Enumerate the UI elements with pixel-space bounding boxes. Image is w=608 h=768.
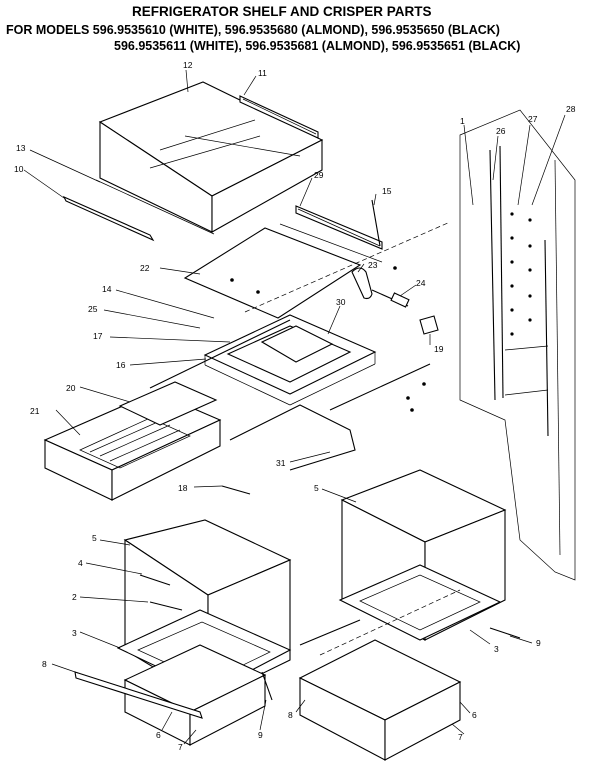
callout-2: 2: [72, 592, 77, 602]
callout-12: 12: [183, 60, 193, 70]
callout-10: 10: [14, 164, 24, 174]
callout-20: 20: [66, 383, 76, 393]
callout-14: 14: [102, 284, 112, 294]
drawer-side-21: [111, 419, 221, 501]
cover-insert-30: [260, 325, 334, 363]
title-line-3: 596.9535611 (WHITE), 596.9535681 (ALMOND…: [114, 39, 521, 53]
bracket-19: [419, 315, 439, 335]
callout-11: 11: [258, 68, 267, 78]
callout-1: 1: [460, 116, 465, 126]
callout-19: 19: [434, 344, 444, 354]
title-line-2: FOR MODELS 596.9535610 (WHITE), 596.9535…: [6, 23, 500, 37]
callout-18: 18: [178, 483, 188, 493]
callout-6-left: 6: [156, 730, 161, 740]
callout-8-left: 8: [42, 659, 47, 669]
callout-9-left: 9: [258, 730, 263, 740]
callout-16: 16: [116, 360, 126, 370]
cabinet-liner: [459, 109, 576, 581]
leader-lines: [23, 69, 566, 745]
shaft-24: [390, 292, 410, 308]
callout-30: 30: [336, 297, 346, 307]
frame-3b: [338, 564, 502, 641]
callout-24: 24: [416, 278, 426, 288]
callout-21: 21: [30, 406, 40, 416]
callout-9-right: 9: [536, 638, 541, 648]
rail-8a: [74, 671, 203, 719]
crisper-control-assembly: [351, 267, 439, 335]
lower-left-crisper-assembly: [74, 519, 292, 746]
top-shelf-side: [211, 139, 323, 233]
callout-23: 23: [368, 260, 378, 270]
top-shelf-assembly: [62, 81, 324, 242]
callout-8-right: 8: [288, 710, 293, 720]
shelf-rail-11: [239, 95, 319, 139]
title-line-1: REFRIGERATOR SHELF AND CRISPER PARTS: [132, 4, 432, 19]
callout-5-left: 5: [92, 533, 97, 543]
shelf-rail-assembly: [279, 199, 383, 263]
callout-29: 29: [314, 170, 324, 180]
crisper-drawer-upper: [43, 381, 222, 501]
callout-4: 4: [78, 558, 83, 568]
callout-15: 15: [382, 186, 392, 196]
callout-labels: 12 11 13 10 29 15 22 23 24 14 30 25 17 1…: [14, 60, 576, 752]
callout-28: 28: [566, 104, 576, 114]
callout-7-right: 7: [458, 732, 463, 742]
callout-17: 17: [93, 331, 103, 341]
callout-13: 13: [16, 143, 26, 153]
callout-26: 26: [496, 126, 506, 136]
glass-panel-22: [183, 227, 362, 319]
callout-6-right: 6: [472, 710, 477, 720]
shelf-trim-10: [62, 195, 155, 242]
callout-3-right: 3: [494, 644, 499, 654]
callout-22: 22: [140, 263, 150, 273]
callout-27: 27: [528, 114, 538, 124]
callout-5-right: 5: [314, 483, 319, 493]
control-knob-23: [351, 267, 373, 300]
drawer-side-7b: [384, 681, 461, 761]
callout-3-left: 3: [72, 628, 77, 638]
drawer-divider-20: [118, 381, 218, 426]
callout-31: 31: [276, 458, 286, 468]
crisper-cover-frame: [149, 221, 451, 411]
screw-dots: [230, 266, 426, 412]
support-bracket-31: [221, 404, 356, 495]
liner-wall: [459, 109, 576, 581]
lower-right-crisper-assembly: [298, 469, 521, 761]
callout-7-left: 7: [178, 742, 183, 752]
callout-25: 25: [88, 304, 98, 314]
